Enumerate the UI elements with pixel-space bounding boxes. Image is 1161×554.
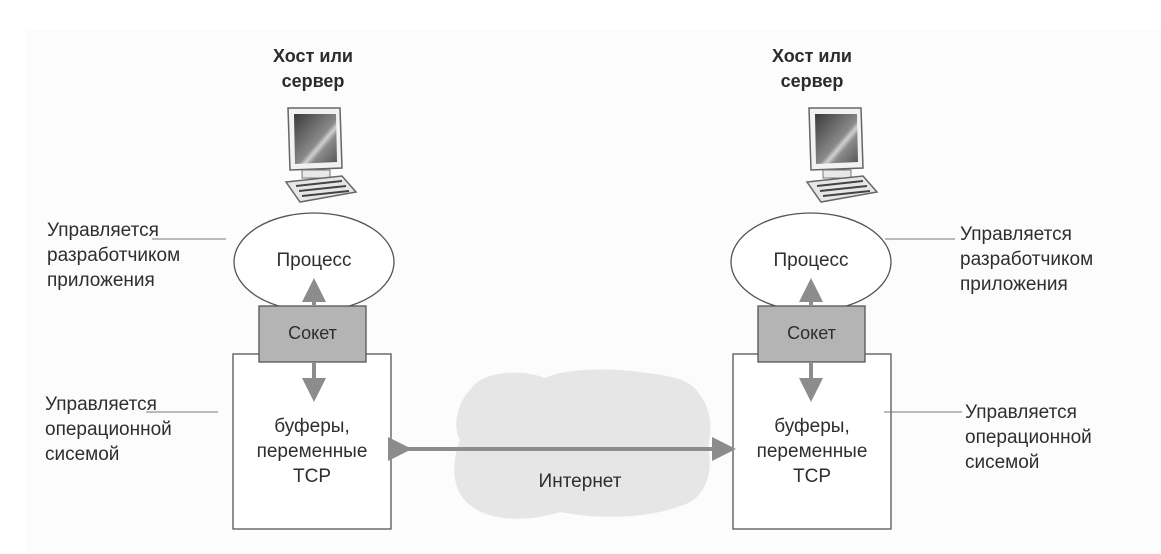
socket-box (757, 305, 866, 363)
tcp-buffers-label: буферы, переменные TCP (256, 416, 368, 487)
host-right (730, 107, 962, 530)
process-label: Процесс (773, 250, 849, 271)
app-developer-note: Управляется разработчиком приложения (960, 224, 1094, 295)
host-title: Хост или сервер (273, 46, 353, 91)
tcp-buffers-label: буферы, переменные TCP (756, 416, 868, 487)
host-title: Хост или сервер (772, 46, 852, 91)
cloud-icon (454, 369, 711, 519)
host-left (146, 107, 395, 530)
os-note: Управляется операционной сисемой (965, 402, 1092, 473)
socket-label: Сокет (288, 323, 337, 343)
os-note: Управляется операционной сисемой (45, 394, 172, 465)
internet-label: Интернет (538, 471, 622, 492)
computer-icon (805, 107, 879, 203)
socket-box (258, 305, 367, 363)
socket-label: Сокет (787, 323, 836, 343)
app-developer-note: Управляется разработчиком приложения (47, 220, 181, 291)
process-label: Процесс (276, 250, 352, 271)
computer-icon (284, 107, 358, 203)
